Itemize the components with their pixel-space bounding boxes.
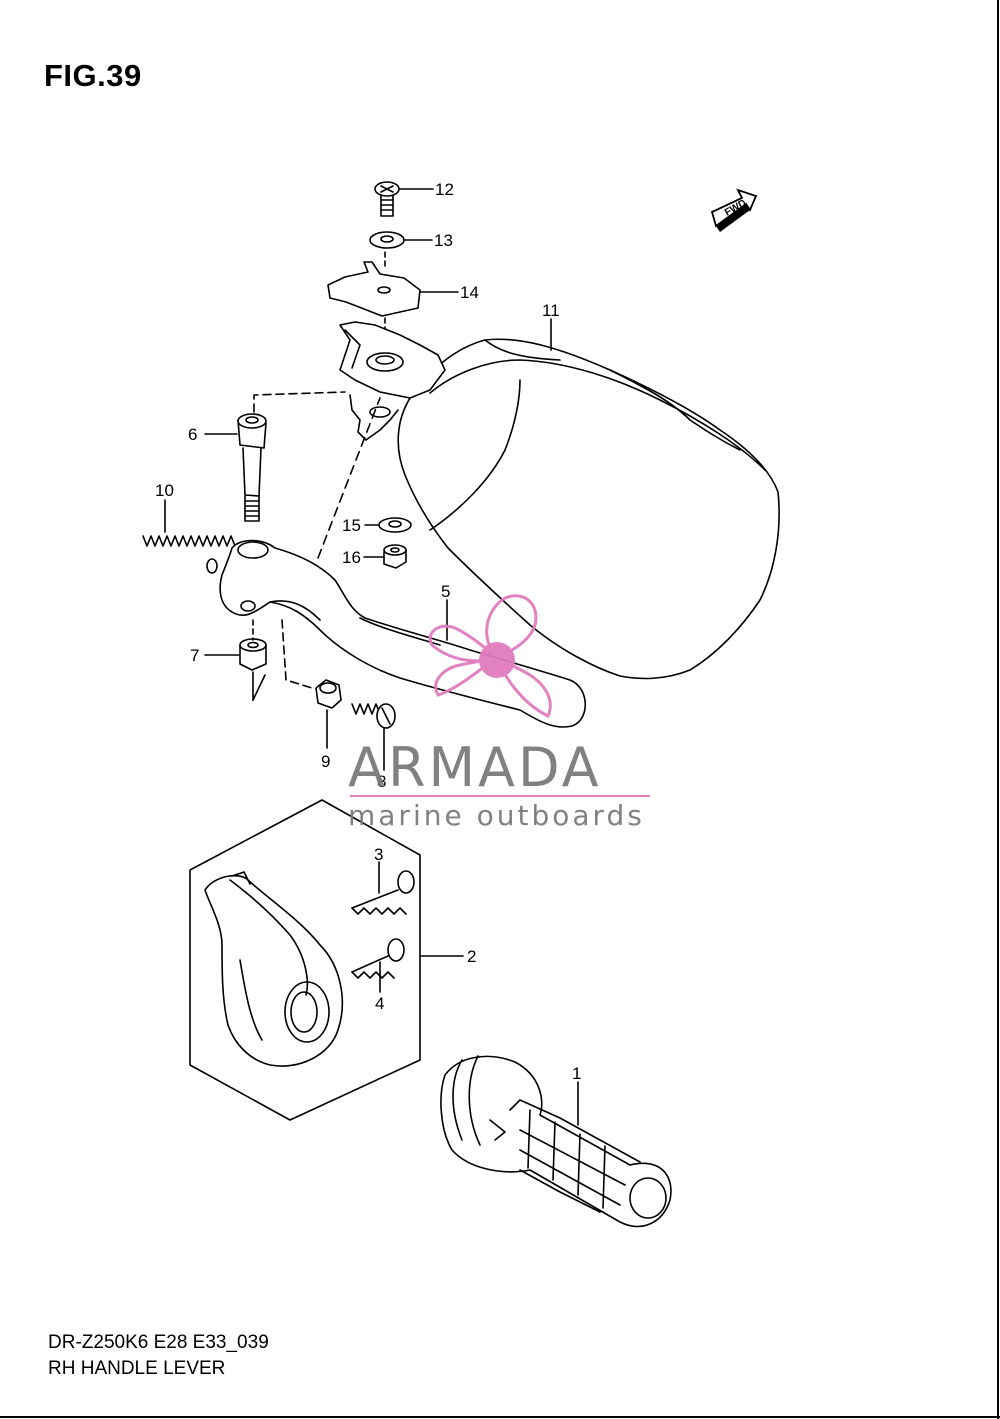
callout-1: 1: [572, 1064, 581, 1083]
callout-15: 15: [342, 516, 361, 535]
part-7-nut: [239, 638, 267, 671]
figure-title: FIG.39: [44, 58, 142, 93]
callout-3: 3: [374, 845, 383, 864]
part-3-screw: [351, 870, 415, 915]
model-code: DR-Z250K6 E28 E33_039: [48, 1332, 269, 1353]
part-14-bracket: [327, 261, 421, 317]
figure-description: RH HANDLE LEVER: [48, 1358, 226, 1379]
callout-12: 12: [435, 180, 454, 199]
fwd-arrow-icon: FWD: [710, 188, 758, 232]
axis-line-lever: [317, 397, 381, 559]
callout-13: 13: [434, 231, 453, 250]
callout-4: 4: [375, 994, 384, 1013]
callout-11: 11: [542, 301, 560, 320]
callout-6: 6: [188, 425, 197, 444]
callout-9: 9: [321, 752, 330, 771]
part-4-screw: [351, 938, 405, 979]
part-12-screw: [374, 181, 400, 217]
callout-2: 2: [467, 947, 476, 966]
axis-line-nut9: [281, 619, 313, 689]
part-2-housing-assembly: [189, 799, 421, 1121]
part-5-lever: [219, 539, 586, 728]
part-1-grip: [440, 1055, 672, 1228]
propeller-logo-icon: [428, 594, 552, 719]
callout-14: 14: [460, 283, 479, 302]
part-10-spring: [142, 535, 236, 574]
callout-5: 5: [441, 582, 450, 601]
part-15-washer: [378, 517, 412, 533]
watermark-name: ARMADA: [348, 736, 602, 799]
part-6-pivot-bolt: [237, 413, 267, 522]
callout-7: 7: [190, 646, 199, 665]
watermark-tagline: marine outboards: [348, 799, 645, 832]
callout-16: 16: [342, 548, 361, 567]
part-11-hand-guard: [339, 321, 780, 680]
part-9-nut: [315, 679, 342, 709]
callout-10: 10: [155, 481, 174, 500]
callout-8: 8: [377, 772, 386, 791]
armada-watermark: ARMADA marine outboards: [348, 594, 650, 832]
part-8-screw: [351, 703, 396, 729]
axis-line-pivot: [253, 391, 346, 413]
part-13-washer: [369, 231, 405, 249]
part-16-nut: [383, 544, 407, 569]
